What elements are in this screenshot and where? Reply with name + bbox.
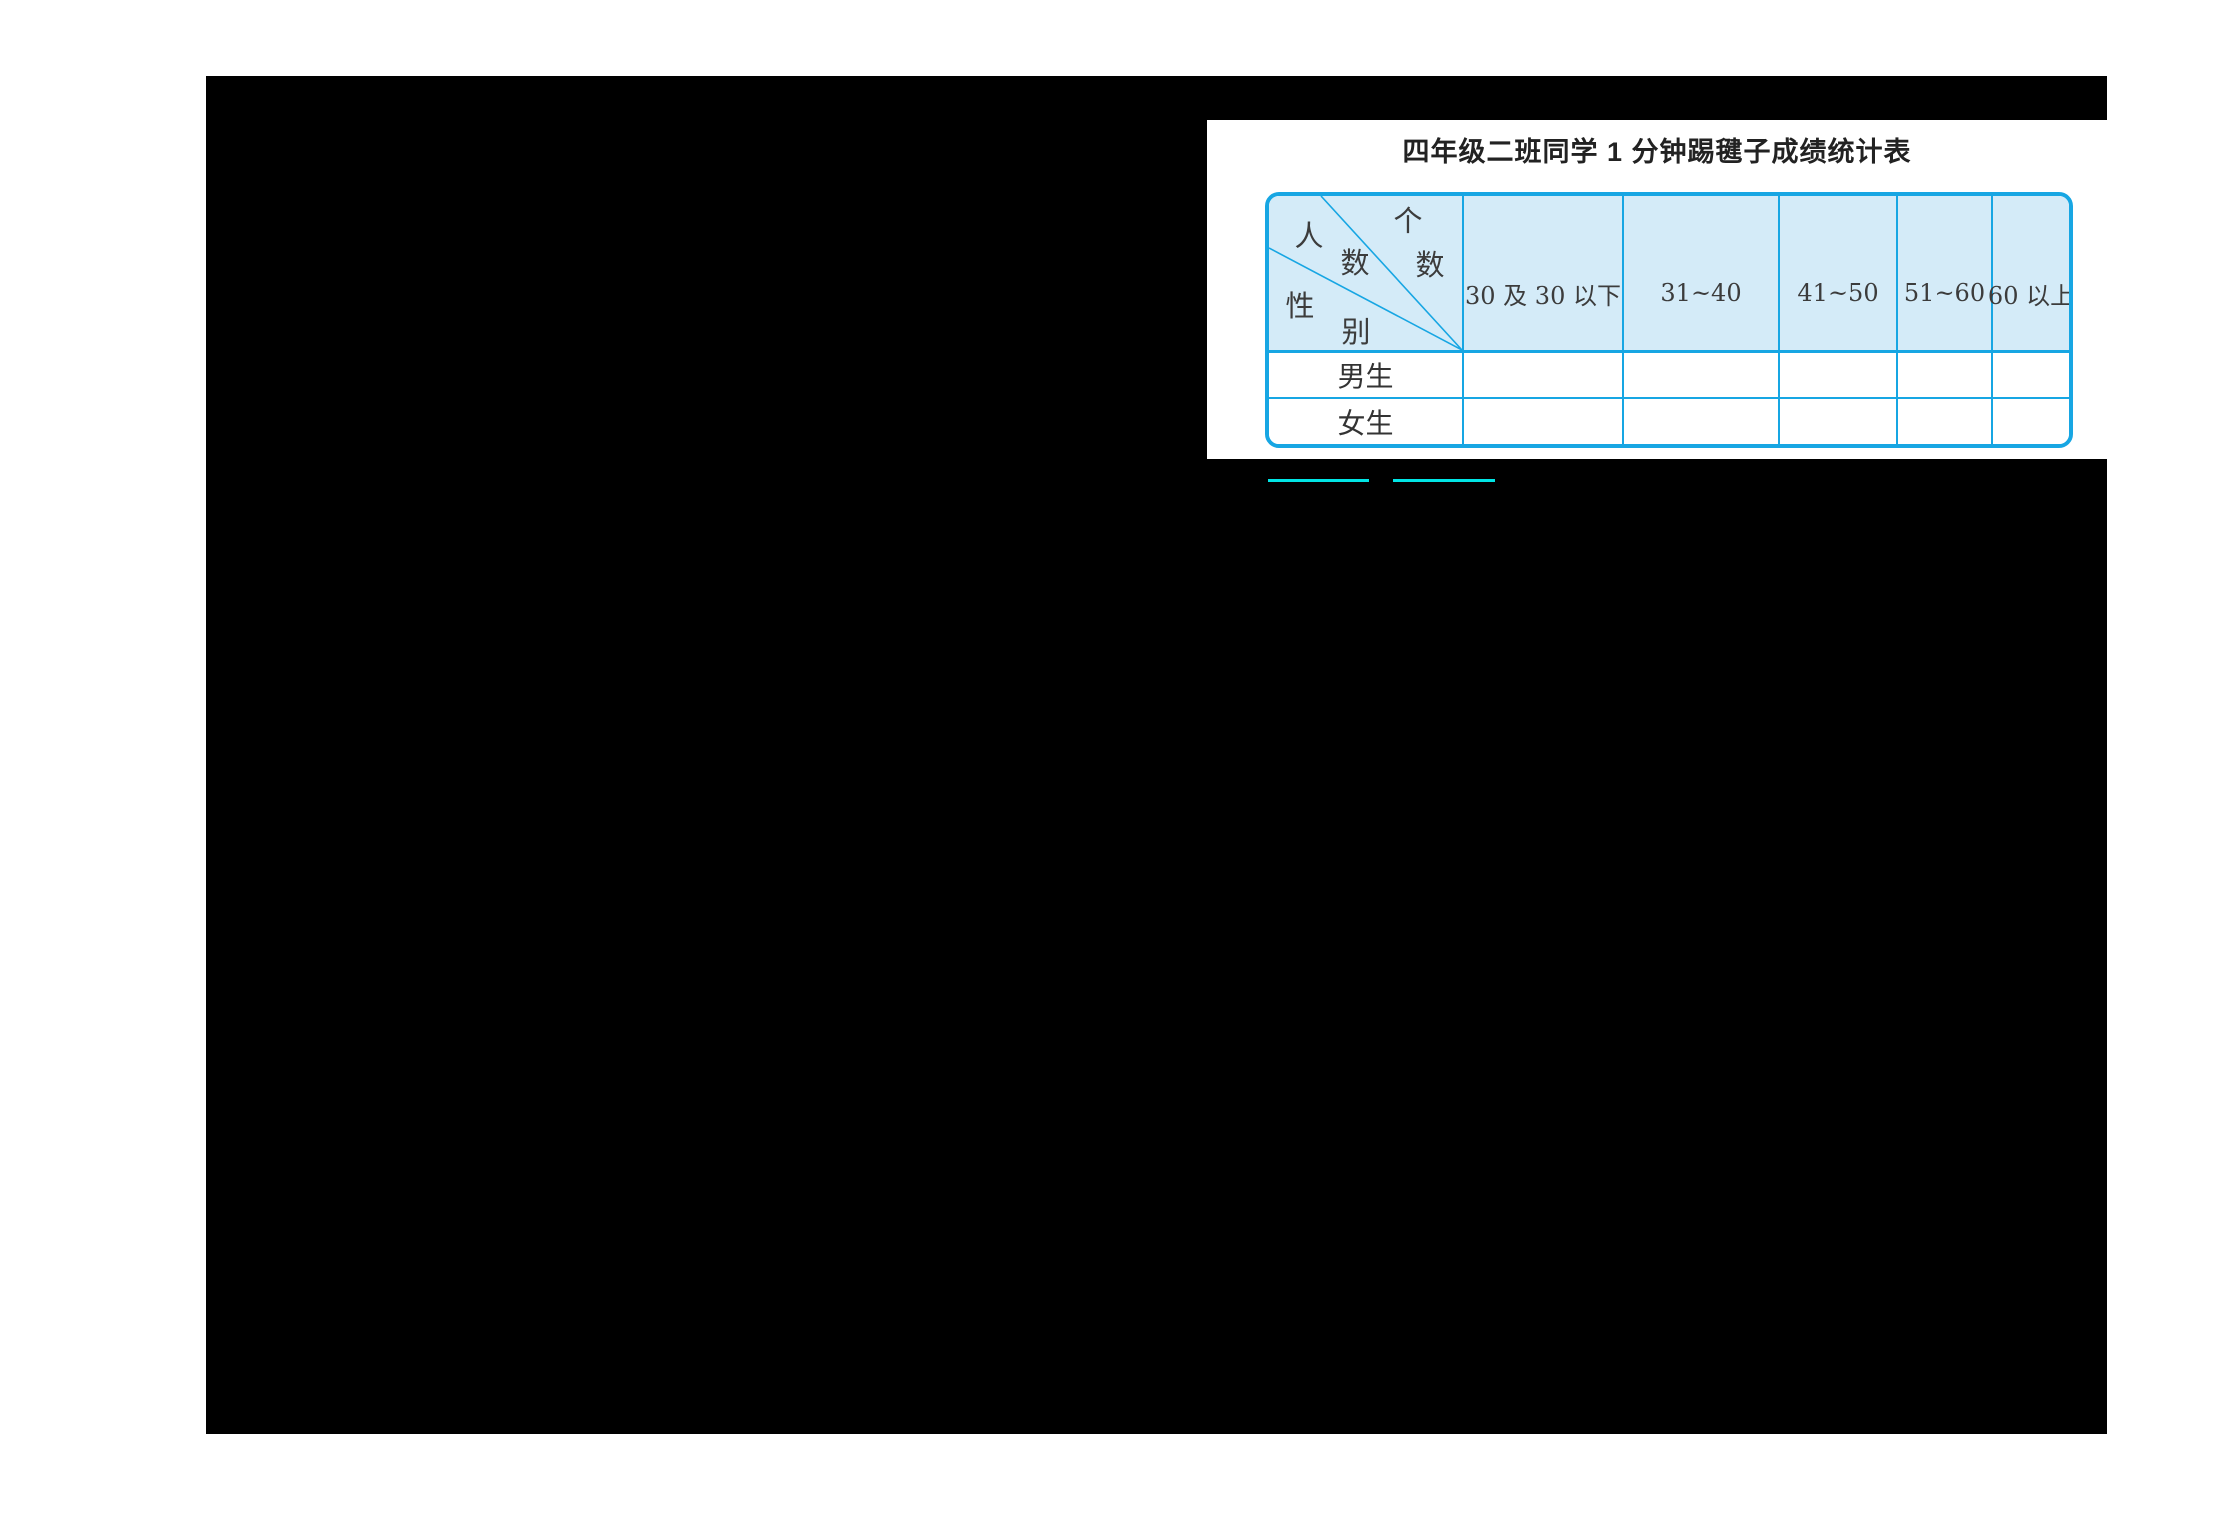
data-cell-girls-31-40 [1624, 399, 1780, 444]
row-header-girls: 女生 [1269, 399, 1464, 444]
data-cell-boys-60-plus [1993, 353, 2069, 399]
corner-label-gender-char-1: 性 [1285, 289, 1315, 323]
col-header-31-40: 31~40 [1624, 196, 1780, 353]
table-title: 四年级二班同学 1 分钟踢毽子成绩统计表 [1402, 137, 1912, 167]
data-cell-boys-41-50 [1780, 353, 1898, 399]
corner-label-people-char-1: 人 [1294, 219, 1324, 253]
corner-header-cell: 人 数 个 数 性 别 [1269, 196, 1464, 353]
data-cell-girls-51-60 [1898, 399, 1993, 444]
data-cell-boys-31-40 [1624, 353, 1780, 399]
col-header-51-60: 51~60 [1898, 196, 1993, 353]
answer-blank-line-1 [1268, 479, 1369, 482]
col-header-30-and-below: 30 及 30 以下 [1464, 196, 1624, 353]
data-cell-boys-30-below [1464, 353, 1624, 399]
diagonal-divider-lines [1269, 196, 1462, 350]
col-header-60-plus: 60 以上 [1988, 196, 2069, 353]
corner-label-gender-char-2: 别 [1341, 315, 1371, 349]
statistics-table: 人 数 个 数 性 别 30 及 30 以下 31~40 41~50 51~60… [1265, 192, 2073, 448]
corner-label-count-char-2: 数 [1415, 248, 1445, 282]
row-header-boys: 男生 [1269, 353, 1464, 399]
corner-label-people-char-2: 数 [1340, 246, 1370, 280]
col-header-41-50: 41~50 [1780, 196, 1898, 353]
corner-label-count-char-1: 个 [1393, 204, 1423, 238]
data-cell-girls-41-50 [1780, 399, 1898, 444]
data-cell-girls-60-plus [1993, 399, 2069, 444]
answer-blank-line-2 [1393, 479, 1495, 482]
data-cell-boys-51-60 [1898, 353, 1993, 399]
data-cell-girls-30-below [1464, 399, 1624, 444]
statistics-panel: 四年级二班同学 1 分钟踢毽子成绩统计表 人 数 个 数 性 别 30 及 30… [1207, 120, 2107, 459]
